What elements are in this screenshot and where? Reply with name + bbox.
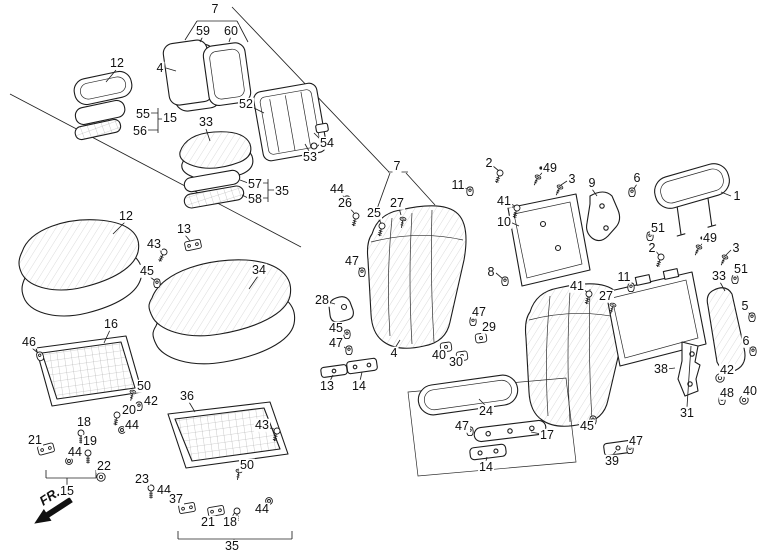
- clip-icon: [646, 231, 654, 242]
- clip-icon: [135, 401, 143, 412]
- clip-icon: [731, 274, 739, 285]
- clip-icon: [343, 329, 351, 340]
- right-seat-cushion: [148, 259, 296, 365]
- grommet-icon: [715, 373, 725, 383]
- bolt-icon: [233, 507, 241, 522]
- center-seat-back: [366, 205, 467, 349]
- bolt-icon: [493, 168, 505, 185]
- clip-icon: [627, 282, 635, 293]
- bolt-icon: [84, 449, 92, 464]
- clip-icon: [589, 415, 597, 426]
- bracket-icon: [183, 238, 203, 252]
- screw-icon: [233, 468, 243, 481]
- seat-back-frames-small: [162, 39, 252, 112]
- clip-icon: [153, 278, 161, 289]
- nut-icon: [265, 497, 273, 505]
- seat-back-panel: [507, 193, 591, 287]
- grommet-icon: [96, 472, 106, 482]
- left-seat-cushion: [18, 219, 143, 317]
- clip-icon: [345, 345, 353, 356]
- bolt-icon: [147, 484, 155, 499]
- screw-icon: [530, 173, 542, 187]
- bolt-icon: [349, 211, 361, 228]
- clip-icon: [748, 312, 756, 323]
- screw-icon: [717, 253, 729, 267]
- bolt-icon: [77, 429, 85, 444]
- clip-icon: [626, 444, 634, 455]
- clip-icon: [749, 346, 757, 357]
- hinge-bracket-right: [677, 341, 701, 397]
- cover-icon: [439, 341, 453, 353]
- fr-arrow: FR.: [34, 485, 73, 524]
- screw-icon: [691, 243, 703, 257]
- right-cushion-frame: [167, 401, 289, 469]
- cover-icon: [455, 350, 469, 362]
- screw-icon: [552, 183, 564, 197]
- latch-assembly: [328, 296, 354, 323]
- center-seat-back-board: [253, 82, 329, 162]
- nut-icon: [65, 457, 73, 465]
- clip-icon: [358, 267, 366, 278]
- bullet-dot: [700, 236, 704, 240]
- clip-icon: [628, 187, 636, 198]
- headrest: [654, 163, 730, 237]
- clip-icon: [501, 276, 509, 287]
- bracket-icon: [177, 501, 197, 515]
- nut-icon: [118, 426, 126, 434]
- cover-icon: [474, 332, 488, 344]
- bracket-icon: [206, 504, 226, 518]
- fr-arrow-icon: [34, 497, 73, 524]
- armrest-lid-small: [73, 70, 133, 141]
- right-seat-back-board: [605, 268, 707, 367]
- clip-icon: [469, 316, 477, 327]
- rear-bracket: [603, 439, 633, 457]
- support-brackets-mid: [320, 357, 378, 378]
- bracket-icon: [36, 442, 56, 456]
- right-seat-back: [524, 283, 625, 427]
- bolt-icon: [654, 252, 666, 269]
- clip-icon: [718, 395, 726, 406]
- clip-icon: [466, 426, 474, 437]
- hinge-bracket: [586, 191, 621, 242]
- grommet-icon: [739, 395, 749, 405]
- small-seat-cushion: [179, 131, 254, 209]
- clip-icon: [466, 186, 474, 197]
- bullet-dot: [539, 166, 543, 170]
- left-cushion-frame: [35, 335, 143, 407]
- side-bolster-pad: [706, 287, 746, 373]
- bolt-icon: [156, 247, 169, 264]
- clip-icon: [343, 195, 351, 206]
- nut-icon: [169, 494, 177, 502]
- bolt-icon: [111, 411, 121, 427]
